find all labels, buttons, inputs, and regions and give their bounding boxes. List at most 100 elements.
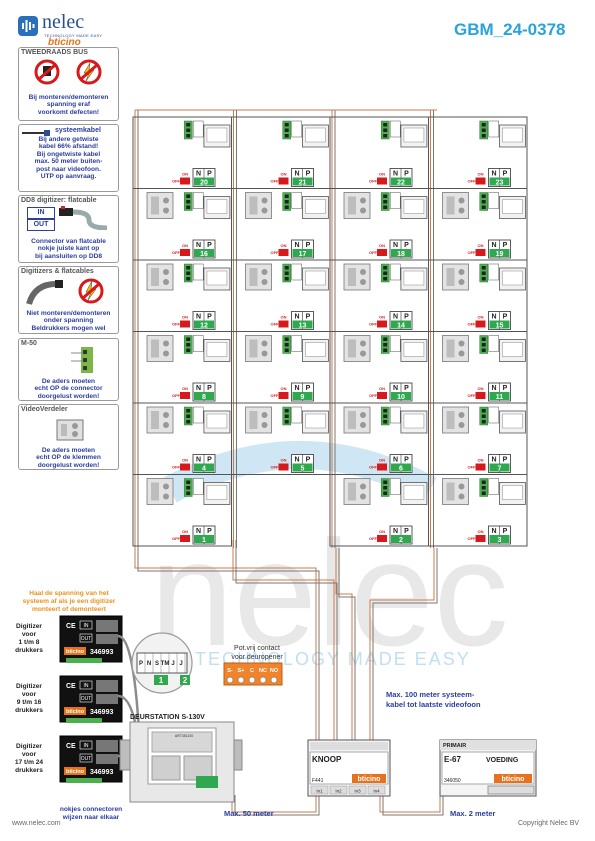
- terminal-green-icon: [292, 320, 313, 329]
- connector-pin-icon: [481, 205, 486, 209]
- primair-label: PRIMAIR: [443, 743, 466, 749]
- distributor-terminal-icon: [348, 196, 356, 215]
- distributor-terminal-icon: [151, 339, 159, 358]
- distributor-terminal-icon: [446, 268, 455, 286]
- max2-label: Max. 2 meter: [450, 809, 496, 818]
- connector-pin-icon: [284, 409, 289, 413]
- connector-pin-icon: [481, 266, 486, 270]
- terminal-p-label: P: [404, 314, 409, 321]
- max100-text-1: Max. 100 meter systeem-: [386, 690, 475, 699]
- distributor-terminal-icon: [446, 482, 455, 501]
- footer-copyright: Copyright Nelec BV: [518, 820, 580, 827]
- connector-pin-icon: [383, 491, 388, 495]
- connector-pin-icon: [481, 348, 486, 352]
- on-label: ON: [281, 458, 287, 463]
- distributor-screw-icon: [458, 422, 465, 428]
- monitor-tab-icon: [389, 478, 401, 495]
- videophone-screen-icon: [206, 342, 228, 357]
- connector-pin-icon: [284, 271, 289, 275]
- terminal-p-label: P: [503, 385, 508, 392]
- terminal-p-label: P: [207, 457, 212, 464]
- terminal-p-label: P: [503, 528, 508, 535]
- distributor-screw-icon: [163, 340, 169, 347]
- apartment-number: 13: [299, 323, 307, 330]
- off-switch-icon: [475, 320, 486, 328]
- apartment-number: 23: [496, 180, 504, 187]
- terminal-p-label: P: [306, 242, 311, 249]
- digitizer-out-label: OUT: [81, 756, 92, 762]
- ce-mark-icon: CE: [66, 623, 76, 630]
- terminal-green-icon: [391, 535, 411, 543]
- monitor-tab-icon: [488, 120, 499, 138]
- connector-pin-icon: [284, 205, 289, 209]
- off-label: OFF: [468, 322, 477, 327]
- digitizer-out-label: OUT: [81, 636, 92, 642]
- on-label: ON: [182, 386, 188, 391]
- potvrij-terminal-label: NC: [259, 668, 267, 674]
- no-plug-icon: [34, 59, 60, 85]
- digitizer-brand: bticino: [66, 769, 85, 775]
- potvrij-terminal-label: NO: [270, 668, 279, 674]
- cable-icon: [22, 130, 50, 136]
- off-switch-icon: [475, 177, 486, 185]
- distributor-terminal-icon: [348, 339, 356, 358]
- videophone-screen-icon: [305, 127, 326, 143]
- voeding-title: E-67: [444, 755, 461, 764]
- off-switch-icon: [180, 392, 190, 399]
- videophone-screen-icon: [403, 199, 425, 214]
- footer-website: www.nelec.com: [12, 820, 61, 827]
- knoop-title: KNOOP: [312, 755, 342, 764]
- on-label: ON: [379, 172, 385, 177]
- digitizer-brand-badge: [64, 767, 86, 775]
- connector-pin-icon: [383, 123, 388, 127]
- terminal-p-label: P: [503, 242, 508, 249]
- terminal-p-label: P: [404, 171, 409, 178]
- panel-dd8-title: DD8 digitizer: flatcable: [21, 197, 97, 204]
- knoop-code: F441: [312, 778, 324, 784]
- knoop-input-box: [348, 785, 367, 795]
- digitizer-label: Digitizer: [16, 623, 42, 630]
- distributor-terminal-icon: [249, 411, 258, 429]
- digitizer-connector-icon: [96, 754, 118, 764]
- zoom-number-1: 1: [159, 676, 164, 685]
- connector-pin-icon: [186, 271, 191, 275]
- terminal-n-label: N: [196, 314, 201, 321]
- knoop-input-label: In4: [373, 789, 380, 794]
- no-lightning-icon: [78, 278, 104, 304]
- terminal-n-label: N: [196, 457, 201, 464]
- connector-pin-icon: [284, 420, 289, 424]
- on-label: ON: [182, 243, 188, 248]
- monitor-tab-icon: [488, 192, 499, 209]
- monitor-tab-icon: [291, 335, 302, 352]
- on-label: ON: [478, 243, 484, 248]
- apartment-number: 20: [200, 180, 208, 187]
- terminal-p-label: P: [207, 314, 212, 321]
- connector-pin-icon: [284, 348, 289, 352]
- potvrij-screw-icon: [259, 676, 267, 684]
- distributor-terminal-icon: [249, 268, 258, 286]
- off-switch-icon: [278, 320, 289, 328]
- distributor-terminal-icon: [151, 482, 159, 501]
- distributor-screw-icon: [163, 207, 169, 214]
- digitizer-out-box: [79, 753, 93, 763]
- monitor-tab-icon: [291, 263, 302, 281]
- terminal-green-icon: [391, 463, 411, 472]
- videophone-screen-icon: [206, 270, 228, 286]
- terminal-green-icon: [489, 535, 510, 543]
- connector-pin-icon: [383, 414, 388, 418]
- connector-pin-icon: [481, 134, 486, 138]
- potvrij-text-1: Pot.vrij contact: [234, 645, 280, 652]
- off-switch-icon: [278, 177, 289, 185]
- terminal-n-label: N: [196, 171, 201, 178]
- digitizer-label: voor: [22, 691, 37, 698]
- nelec-logo-icon: [18, 16, 38, 36]
- voeding-code: 346050: [444, 778, 461, 784]
- digitizer-connector-icon: [96, 634, 118, 644]
- terminal-green-icon: [194, 320, 214, 329]
- terminal-p-label: P: [207, 242, 212, 249]
- on-label: ON: [182, 458, 188, 463]
- connector-pin-icon: [186, 414, 191, 418]
- logo-name: nelec: [42, 11, 85, 33]
- distributor-screw-icon: [163, 493, 169, 500]
